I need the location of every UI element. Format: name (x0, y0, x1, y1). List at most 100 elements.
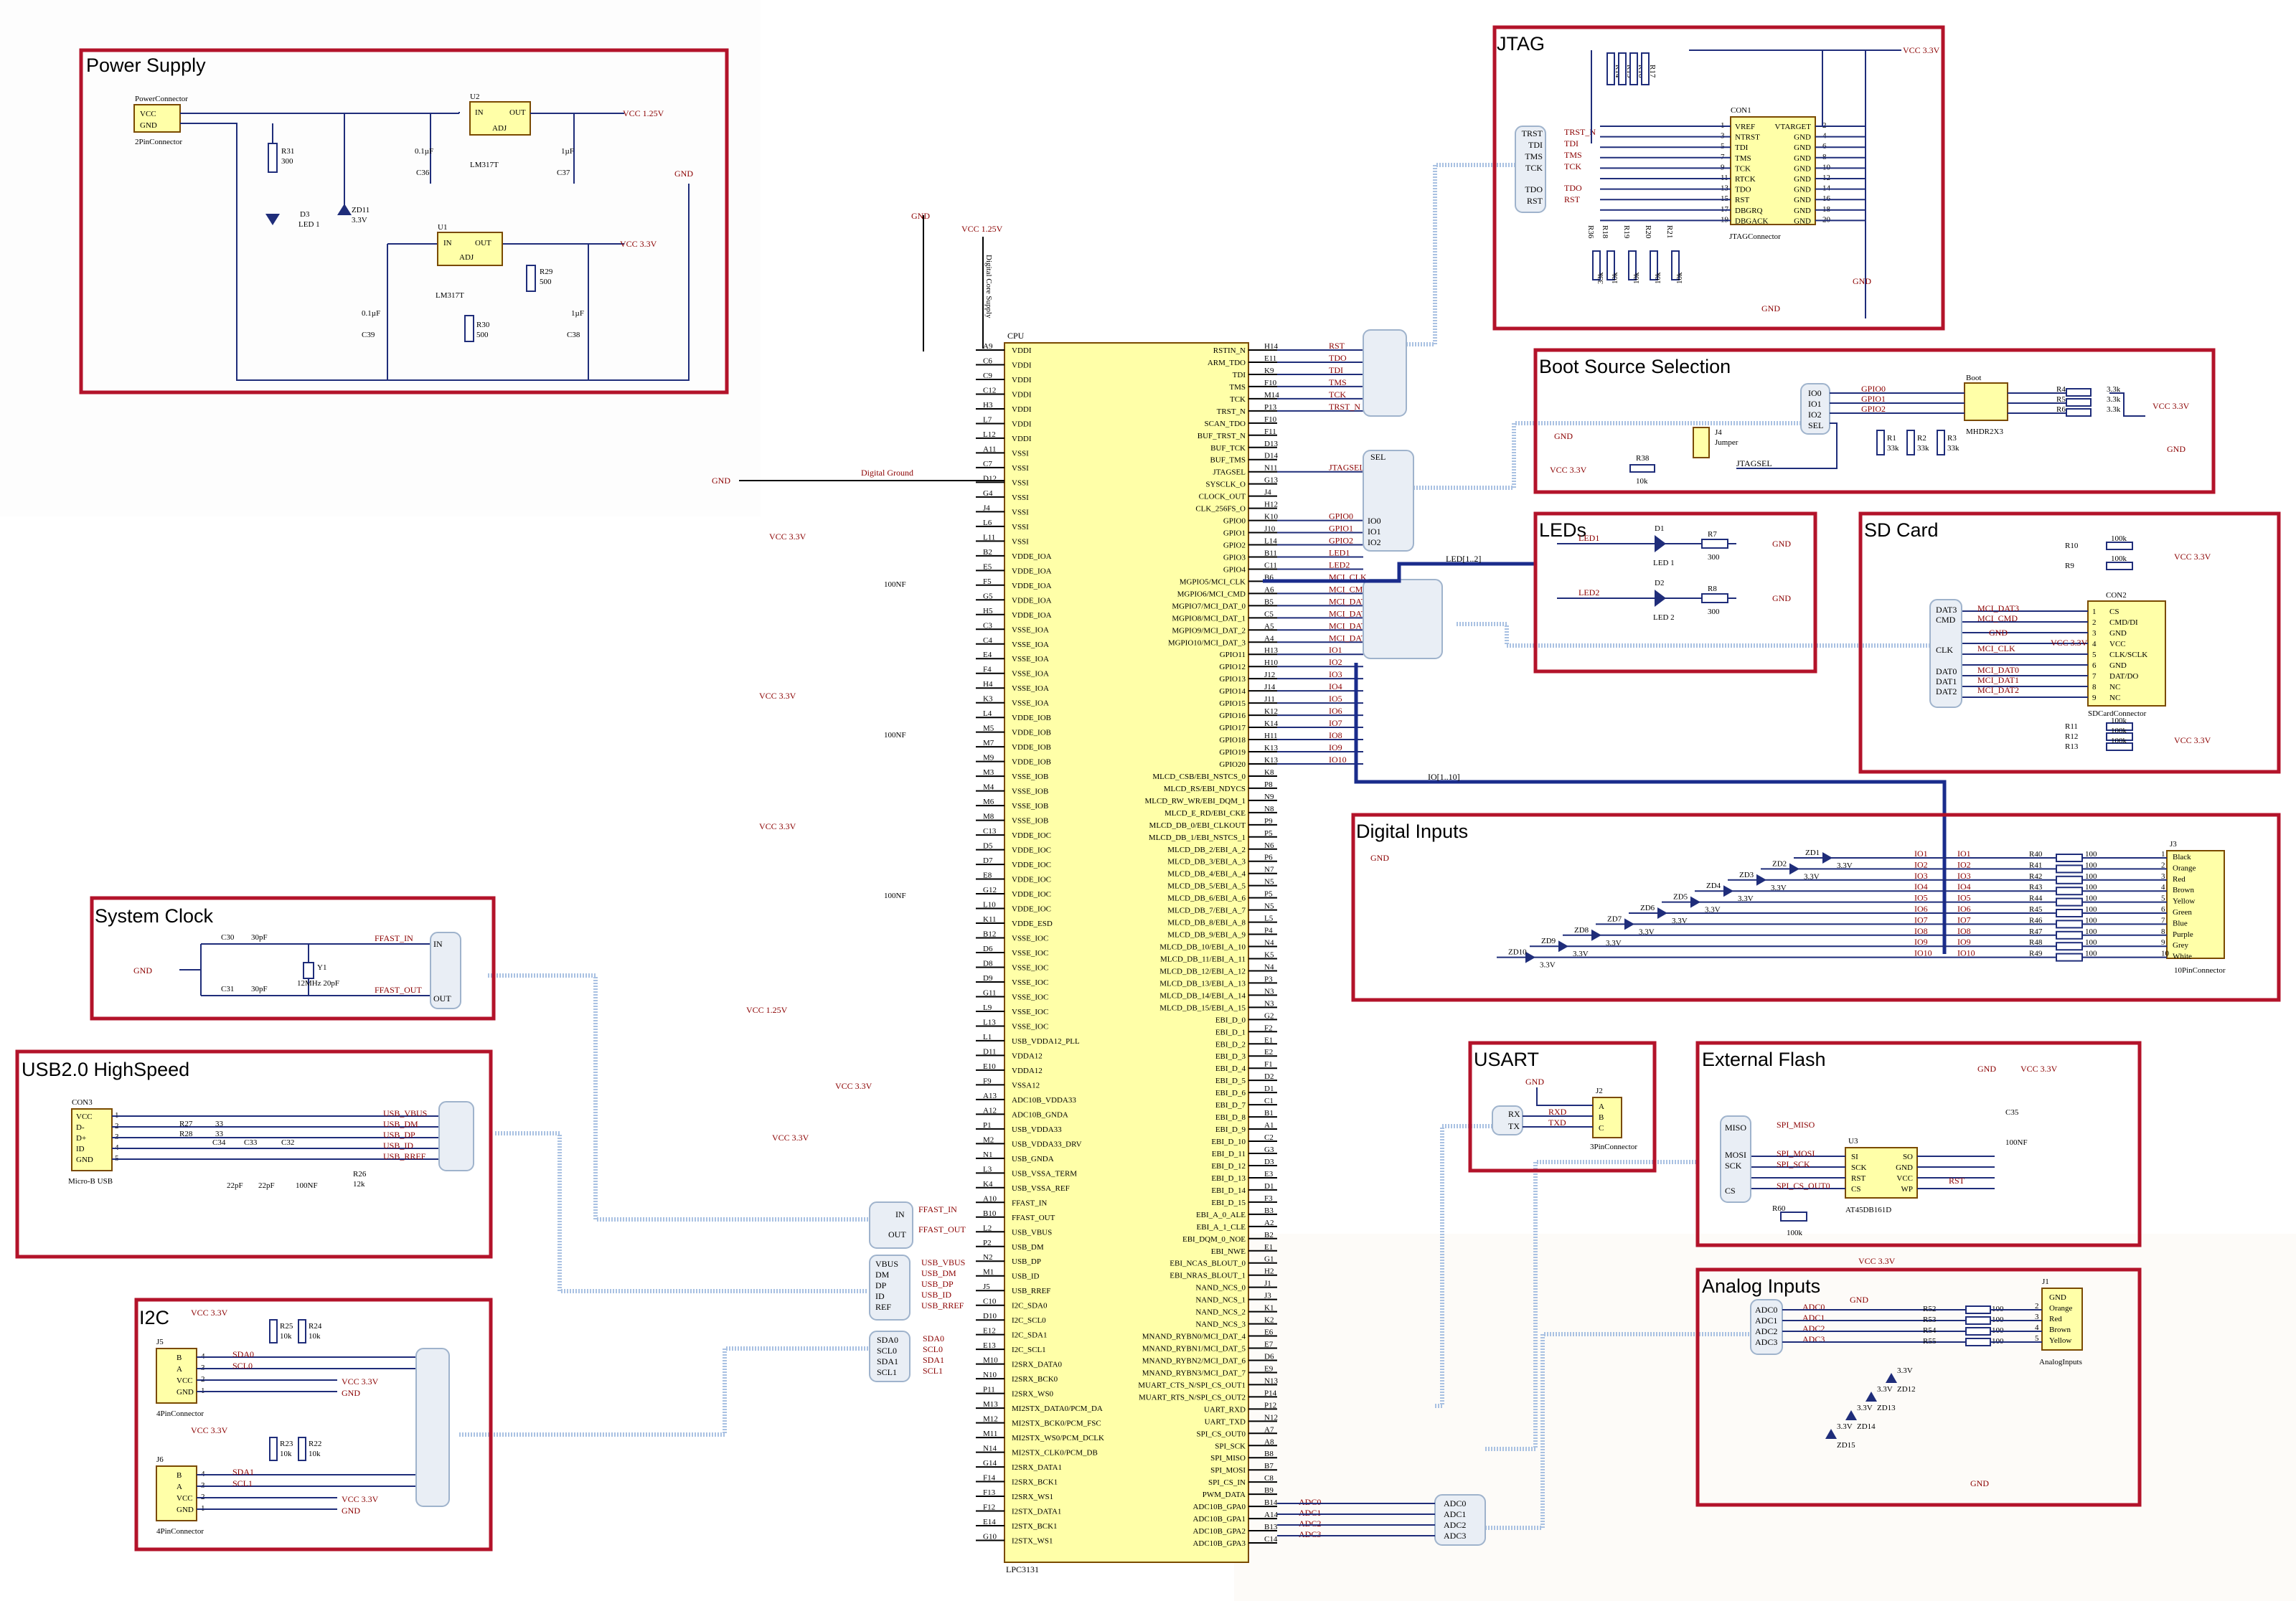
vcc125-top-label: VCC 1.25V (961, 224, 1003, 234)
i2c-connector (156, 1465, 197, 1521)
cpu-usb-net: USB_VBUS (921, 1257, 965, 1267)
d3-led (265, 214, 280, 225)
flash-gnd: GND (1977, 1064, 1996, 1074)
cpu-usb-net: USB_DP (921, 1279, 954, 1289)
cpu-pin-name: VSSE_IOA (1012, 670, 1049, 679)
r38-val: 10k (1636, 477, 1648, 486)
paper-tint-left (0, 0, 761, 516)
cpu-pin-name: SPI_SCK (1215, 1442, 1246, 1450)
digital-res-val: 100 (2085, 938, 2097, 947)
cpu-pin-number: H14 (1264, 342, 1278, 351)
crystal-y1 (303, 962, 314, 979)
digital-resistor (2056, 930, 2083, 940)
digital-zener (1624, 918, 1634, 930)
power-connector-part: 2PinConnector (135, 138, 182, 146)
cpu-usb-harness-label: DM (875, 1270, 890, 1280)
c35-val: 100NF (2005, 1138, 2028, 1147)
jtag-pin-left: TDI (1735, 143, 1749, 152)
cpu-pin-number: G13 (1264, 476, 1278, 485)
sd-vcc2: VCC 3.3V (2174, 735, 2211, 745)
cpu-pin-name: ADC10B_GPA3 (1192, 1539, 1246, 1548)
cpu-pin-number: F14 (983, 1474, 996, 1483)
usb-pin: D+ (76, 1134, 86, 1143)
jtag-pulldown (1592, 250, 1601, 280)
u1-adj: ADJ (459, 253, 474, 262)
digital-zener-ref: ZD2 (1772, 859, 1787, 868)
u1-part: LM317T (436, 291, 464, 300)
cpu-pin-number: L10 (983, 901, 996, 910)
cpu-pin-number: F5 (983, 577, 992, 586)
i2c-res-ref: R23 (280, 1440, 293, 1448)
usart-pin-b: B (1599, 1113, 1604, 1122)
sd-res-ref: R12 (2065, 732, 2078, 741)
digital-io-net: IO1 (1914, 849, 1928, 859)
cpu-adc-harness: ADC2 (1444, 1520, 1466, 1530)
sd-harness (1929, 599, 1962, 708)
cpu-pin-number: P4 (1264, 927, 1273, 935)
cpu-pin-number: E7 (1264, 1341, 1274, 1349)
cpu-pin-number: G4 (983, 489, 993, 498)
cpu-i2c-net: SDA1 (923, 1355, 944, 1365)
cpu-net-label: GPIO0 (1329, 511, 1353, 521)
cpu-pin-number: H4 (983, 680, 993, 689)
cpu-pin-number: M7 (983, 739, 994, 747)
j3-pin-num: 4 (2161, 883, 2165, 892)
cpu-pin-name: EBI_D_9 (1215, 1125, 1246, 1134)
vcc-label-iob: VCC 3.3V (759, 691, 796, 701)
cpu-pin-name: USB_VBUS (1012, 1228, 1052, 1237)
i2c-connector-ref: J6 (156, 1455, 164, 1464)
cpu-pin-number: D10 (983, 1312, 997, 1321)
analog-zener (1845, 1410, 1857, 1420)
cpu-pin-number: N14 (983, 1445, 997, 1453)
power-out1: VCC 1.25V (623, 108, 664, 118)
cpu-pin-name: VSSE_IOA (1012, 625, 1049, 634)
boot-title: Boot Source Selection (1539, 356, 1731, 377)
digital-zener (1525, 951, 1535, 963)
cpu-net-label: IO8 (1329, 730, 1342, 740)
sd-card-title: SD Card (1864, 519, 1939, 541)
sd-pullup (2106, 542, 2133, 550)
digital-res-ref: R47 (2029, 927, 2043, 936)
cpu-pin-number: B2 (1264, 1231, 1274, 1239)
analog-harness-label: ADC2 (1755, 1326, 1777, 1336)
sd-pin-name: CMD/DI (2109, 618, 2138, 627)
cpu-pin-name: MLCD_RS/EBI_NDYCS (1164, 785, 1246, 793)
cap-100nf-a: 100NF (884, 580, 906, 589)
cpu-pin-name: VDDE_IOA (1012, 567, 1052, 575)
flash-pin-right: SO (1903, 1153, 1913, 1161)
cpu-pin-name: TDI (1233, 371, 1246, 379)
cpu-pin-number: E11 (1264, 354, 1276, 363)
cpu-pin-number: L2 (983, 1224, 992, 1232)
i2c-pin: A (177, 1365, 182, 1374)
cpu-pin-name: MLCD_DB_1/EBI_NSTCS_1 (1149, 833, 1246, 842)
cpu-pin-number: H3 (983, 401, 993, 410)
system-clock-frame (90, 896, 496, 1021)
cpu-pin-number: J10 (1264, 525, 1276, 534)
digital-res-ref: R46 (2029, 916, 2043, 925)
cpu-pin-name: ADC10B_VDDA33 (1012, 1096, 1076, 1105)
led-diode (1655, 590, 1666, 607)
cpu-pin-number: L11 (983, 533, 995, 542)
jtag-pin-right: GND (1794, 143, 1811, 152)
cpu-pin-name: VSSE_IOB (1012, 802, 1048, 811)
cpu-pin-name: MLCD_CSB/EBI_NSTCS_0 (1152, 773, 1246, 781)
io-bus-label: IO[1..10] (1428, 772, 1460, 782)
cpu-pin-name: VSSE_IOC (1012, 1008, 1048, 1016)
cpu-pin-number: N8 (1264, 805, 1274, 813)
cpu-pin-number: L7 (983, 415, 992, 424)
cpu-pin-name: GPIO15 (1219, 699, 1246, 708)
cpu-pin-name: SCAN_TDO (1205, 420, 1246, 428)
cpu-pin-number: D1 (1264, 1182, 1274, 1191)
led-label: LED 1 (1653, 559, 1675, 567)
cpu-pin-number: K9 (1264, 367, 1274, 375)
jtag-wires (1591, 49, 1901, 318)
cpu-pin-name: CLOCK_OUT (1199, 493, 1246, 501)
analog-res-ref: R53 (1923, 1316, 1937, 1324)
cpu-pin-number: C5 (1264, 610, 1274, 618)
